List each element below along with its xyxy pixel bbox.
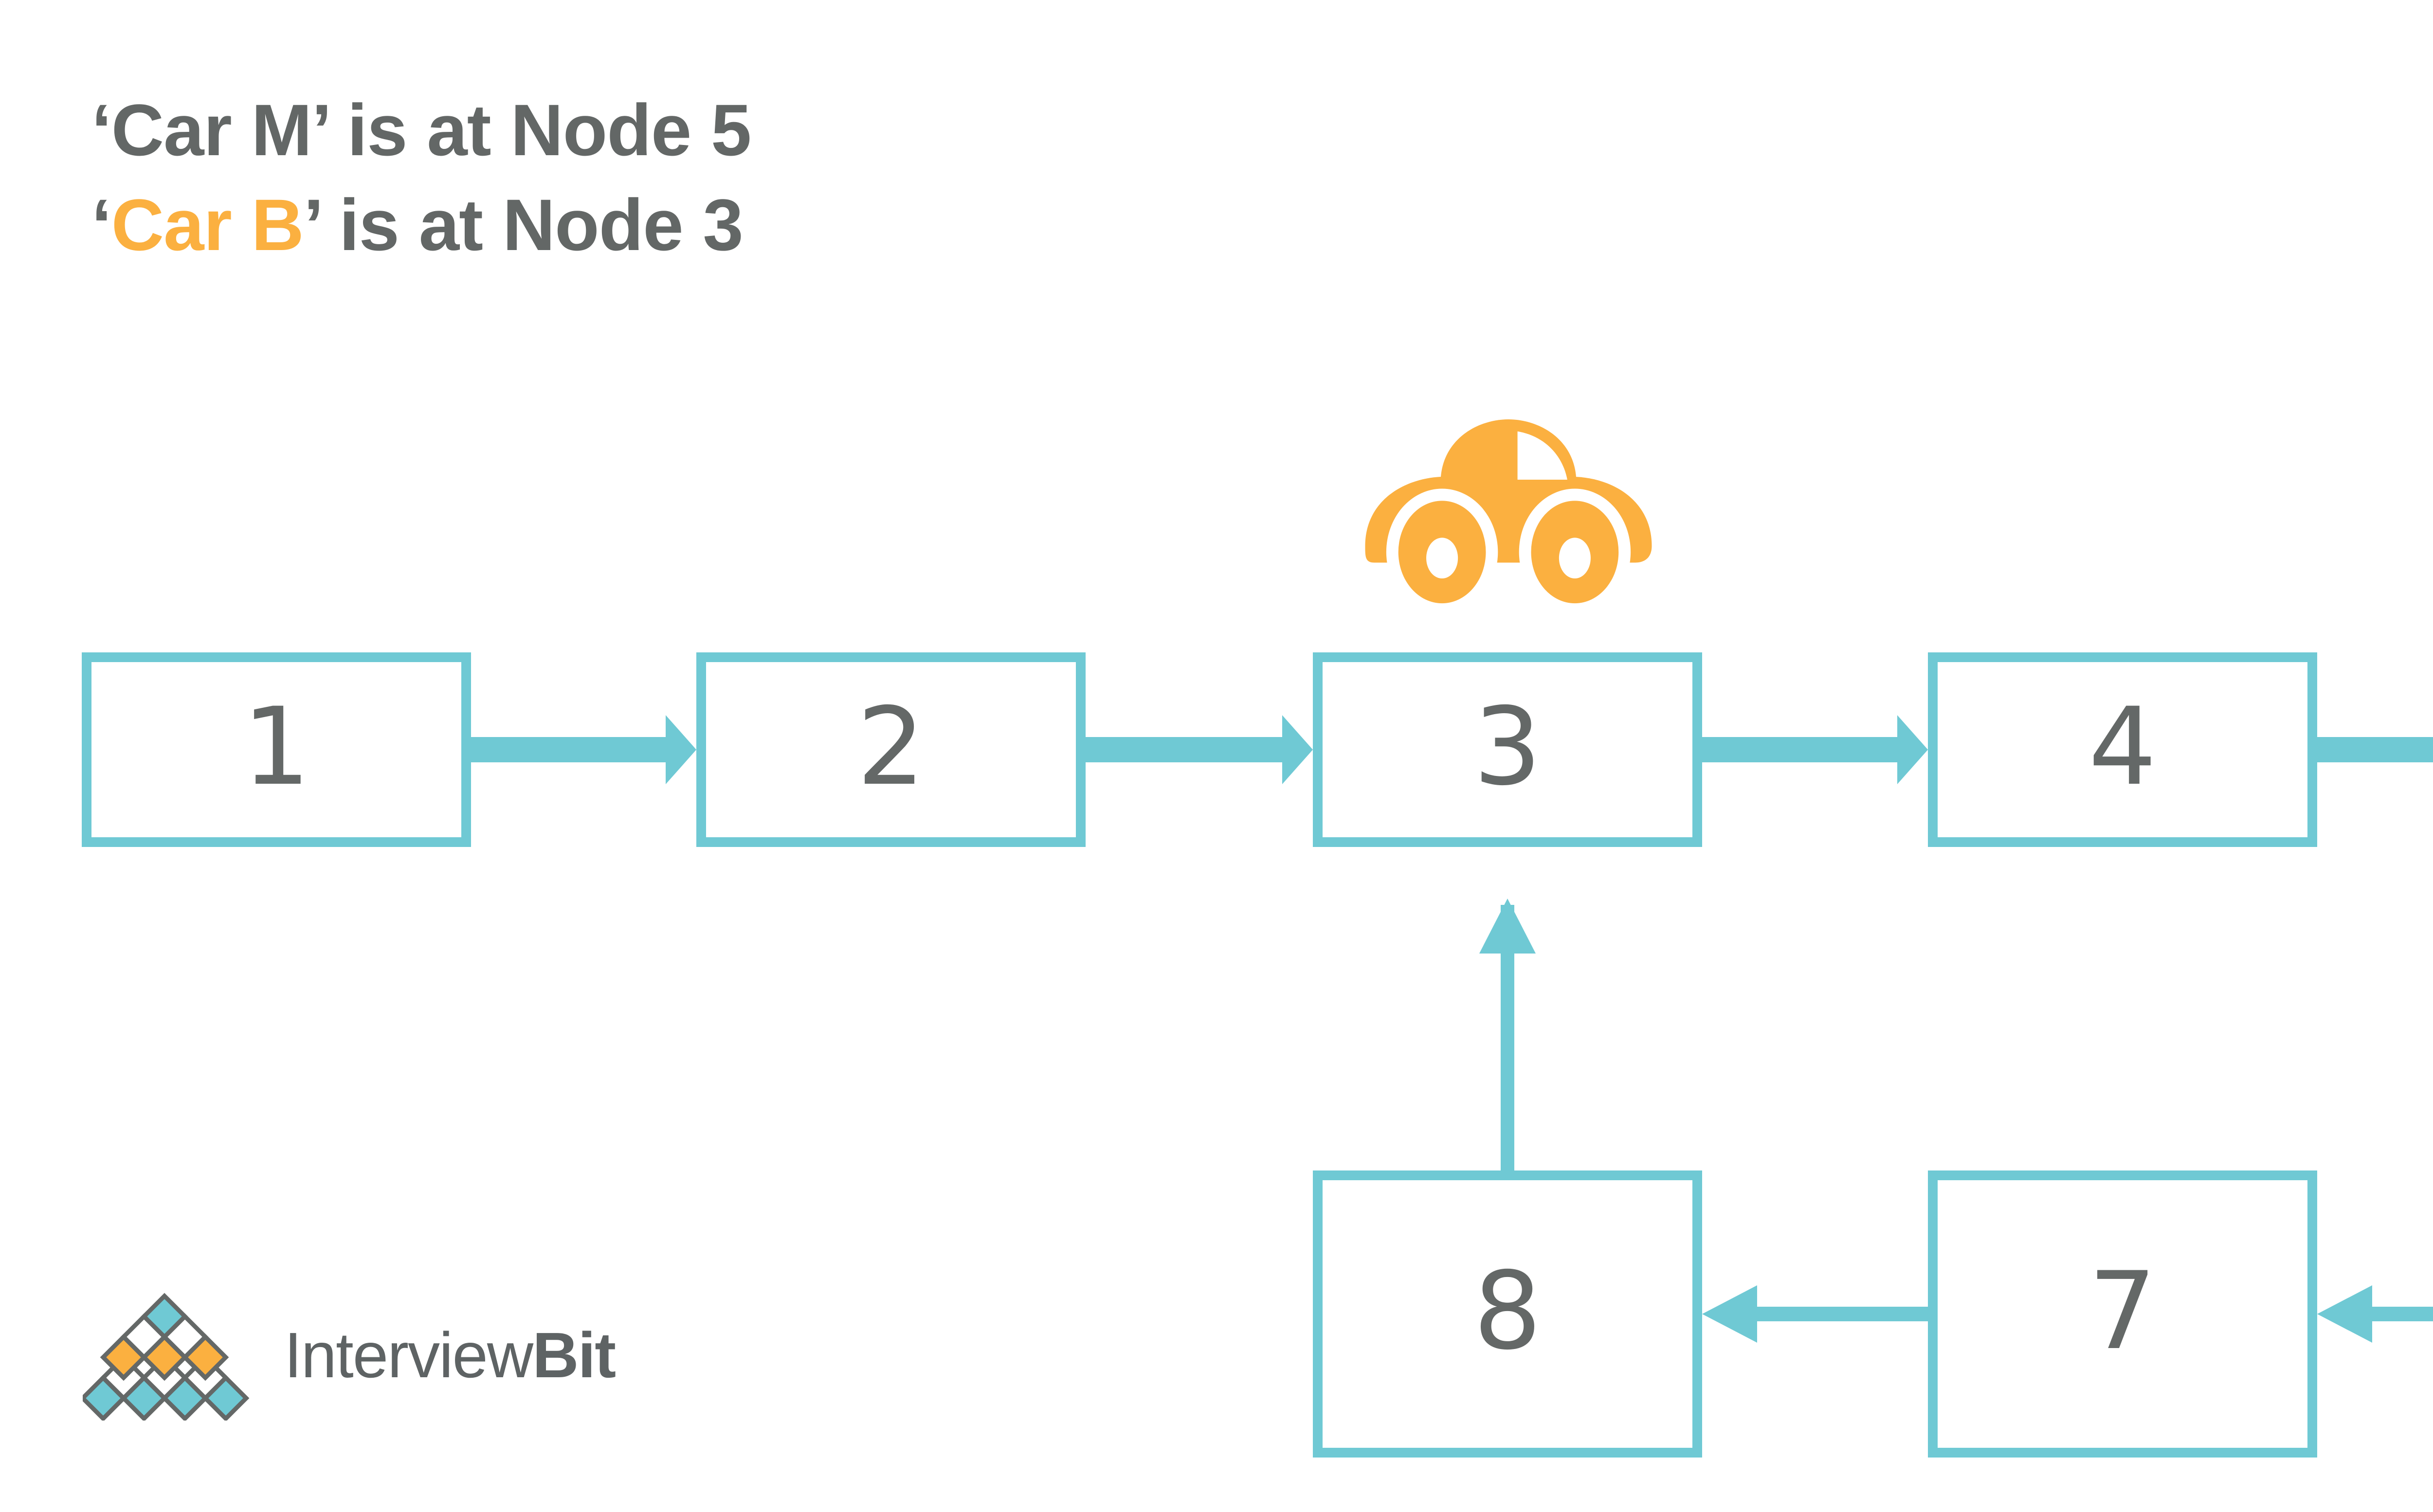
car-b-icon <box>1365 419 1652 615</box>
caption-line-car-b: ‘Car B’ is at Node 3 <box>91 178 751 272</box>
edge-7-to-8 <box>1702 1285 1928 1343</box>
node-box-8[interactable]: 8 <box>1313 1170 1702 1458</box>
interviewbit-logo-text: InterviewBit <box>284 1318 616 1392</box>
logo-text-bit: Bit <box>532 1319 616 1391</box>
logo-text-interview: Interview <box>284 1319 533 1391</box>
interviewbit-logo-mark <box>83 1293 250 1421</box>
node-box-4[interactable]: 4 <box>1928 652 2317 847</box>
edge-8-to-3 <box>1479 899 1536 1170</box>
node-box-1[interactable]: 1 <box>82 652 471 847</box>
caption-accent-car-b: Car B <box>111 184 304 266</box>
node-label: 2 <box>857 684 925 809</box>
node-box-3[interactable]: 3 <box>1313 652 1702 847</box>
node-label: 3 <box>1473 684 1542 809</box>
caption-block: ‘Car M’ is at Node 5 ‘Car B’ is at Node … <box>91 83 751 272</box>
edge-2-to-3 <box>1086 715 1313 784</box>
edge-3-to-4 <box>1702 715 1928 784</box>
node-box-2[interactable]: 2 <box>696 652 1086 847</box>
node-label: 1 <box>242 684 310 809</box>
interviewbit-logo[interactable]: InterviewBit <box>83 1289 616 1421</box>
edge-4-to-5 <box>2317 737 2433 762</box>
caption-line-car-m: ‘Car M’ is at Node 5 <box>91 83 751 178</box>
caption-line2-rest: ’ is at Node 3 <box>303 184 744 266</box>
node-label: 8 <box>1473 1249 1542 1373</box>
node-box-7[interactable]: 7 <box>1928 1170 2317 1458</box>
caption-line1-text: ‘Car M’ is at Node 5 <box>91 89 751 171</box>
edge-6-to-7 <box>2317 1285 2433 1343</box>
logo-row-2 <box>100 1313 229 1381</box>
logo-row-1 <box>141 1293 188 1340</box>
node-label: 7 <box>2088 1249 2157 1373</box>
caption-open-quote: ‘ <box>91 184 112 266</box>
node-label: 4 <box>2088 684 2157 809</box>
edge-1-to-2 <box>471 715 696 784</box>
